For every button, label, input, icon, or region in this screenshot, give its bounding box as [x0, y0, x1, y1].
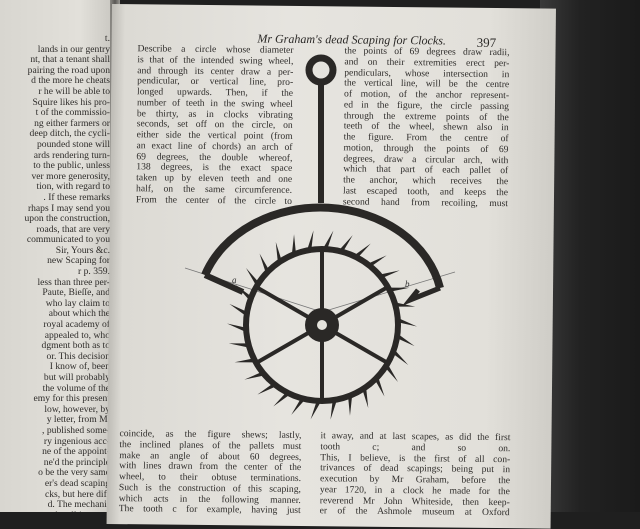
wheel-tooth [369, 255, 387, 266]
figure-label-a: a [232, 275, 237, 285]
wheel-tooth [244, 372, 263, 380]
text-line: Sir, Yours &c. [55, 245, 110, 256]
wheel-tooth [394, 350, 409, 365]
background [540, 0, 640, 512]
wheel-tooth [399, 318, 417, 327]
text-line: d. The mechani- [47, 500, 110, 511]
text-line: emy for this present [33, 394, 110, 405]
text-line: tion, with regard to [36, 182, 110, 193]
text-line: d the more he cheats [31, 76, 110, 87]
text-line: appealed to, who [44, 330, 110, 341]
text-line: o be the very same [38, 468, 110, 479]
pendulum-pivot-ring [305, 54, 337, 86]
wheel-tooth [234, 358, 254, 363]
wheel-tooth [381, 270, 400, 278]
wheel-tooth [275, 242, 282, 261]
wheel-tooth [310, 402, 321, 420]
wheel-tooth [291, 399, 304, 415]
text-line: . If these remarks [43, 192, 110, 203]
text-line: cks, but here dif- [44, 489, 110, 500]
text-line: ne'd the principle [43, 457, 110, 468]
text-line: ards rendering turn- [33, 150, 110, 161]
wheel-tooth [259, 253, 269, 272]
wheel-tooth [355, 243, 371, 257]
left-pallet [203, 272, 245, 295]
wheel-tooth [390, 287, 410, 292]
wheel-tooth [235, 285, 250, 300]
text-line: about which the [48, 309, 110, 320]
wheel-tooth [257, 384, 275, 395]
text-line: the volume of the [42, 383, 110, 394]
text-line: to be all in arms, [0, 511, 110, 512]
wheel-teeth [227, 230, 417, 420]
text-line: lands in our gentry [37, 44, 110, 55]
anchor-arch [201, 203, 444, 289]
wheel-rim [243, 246, 401, 404]
wheel-tooth [340, 235, 353, 251]
wheel-tooth [348, 397, 352, 416]
text-line: pairing the road upon [27, 65, 110, 76]
text-line: roads, that are very [36, 224, 110, 235]
wheel-tooth [398, 335, 415, 347]
hub-hole [317, 320, 327, 330]
wheel-tooth [292, 234, 296, 253]
text-line: t. [104, 34, 110, 44]
text-line: pounded stone will [36, 139, 110, 150]
wheel-tooth [307, 230, 314, 249]
text-line: less than three per- [37, 277, 110, 288]
text-line: deep ditch, the cycli- [29, 129, 110, 140]
wheel-tooth [228, 343, 248, 348]
text-line: ry ingenious acc- [43, 436, 110, 447]
text-line: Squire likes his pro- [32, 97, 110, 108]
right-pallet [402, 285, 441, 306]
text-line: dgment both as to [41, 341, 110, 352]
text-line: upon the construction, [24, 214, 110, 225]
text-line: ne of the appoint- [42, 447, 110, 458]
figure-label-b: b [405, 279, 410, 289]
text-line: ng either farmers or [34, 118, 110, 129]
text-line: ver more generosity, [31, 171, 111, 182]
text-line: t of the commissio- [35, 108, 110, 119]
wheel-tooth [396, 302, 416, 307]
text-line: , published some- [42, 425, 110, 436]
text-line: who lay claim to [45, 298, 110, 309]
text-line: r p. 359. [78, 267, 110, 278]
wheel-tooth [273, 393, 289, 407]
text-line: royal academy of [43, 320, 110, 331]
text-line: I know of, been [49, 362, 110, 373]
text-line: rhaps I may send you [27, 203, 110, 214]
text-line: Paute, Bieſſe, and [42, 288, 110, 299]
wheel-tooth [229, 303, 246, 315]
text-line: low, however, by [44, 404, 110, 415]
wheel-tooth [375, 378, 385, 397]
text-line: or. This decision [46, 351, 110, 362]
text-line: to the public, unless [33, 161, 110, 172]
text-line: communicated to you [26, 235, 110, 246]
wheel-tooth [227, 323, 245, 332]
text-line: er's dead scaping [44, 478, 110, 489]
dead-beat-escapement-figure: a b [184, 54, 456, 420]
text-line: y letter, from M. [46, 415, 110, 426]
wheel-tooth [330, 401, 337, 420]
wheel-tooth [246, 267, 258, 285]
wheel-tooth [323, 230, 334, 248]
wheel-tooth [362, 389, 369, 408]
text-line: new Scaping for [47, 256, 110, 267]
text-line: nt, that a tenant shall [30, 55, 110, 66]
text-line: r he will be able to [38, 86, 110, 97]
text-line: but will probably [43, 373, 110, 383]
wheel-tooth [386, 365, 398, 383]
